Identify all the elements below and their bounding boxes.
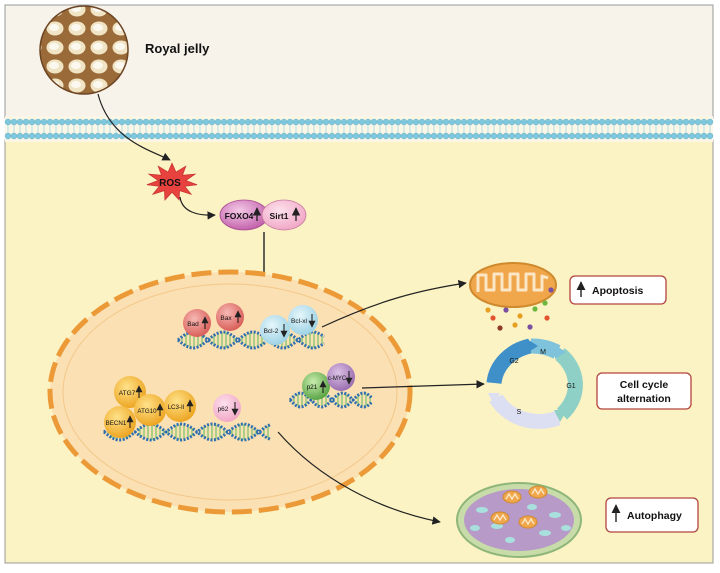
becn1-protein: BECN1 — [104, 406, 136, 438]
g1-label: G1 — [566, 383, 575, 390]
cell-cycle-label-line1: Cell cycle — [620, 379, 669, 391]
bad-label: Bad — [187, 321, 199, 328]
royal-jelly-label: Royal jelly — [145, 41, 210, 56]
bclxl-label: Bcl-xl — [291, 318, 307, 325]
autophagy-box: Autophagy — [605, 497, 699, 533]
autophagy-label: Autophagy — [627, 510, 682, 522]
atg10-label: ATG10 — [137, 408, 157, 415]
atg10-protein: ATG10 — [134, 394, 166, 426]
cell-cycle-label-line2: alternation — [617, 393, 671, 405]
foxo4-label: FOXO4 — [225, 211, 254, 221]
bcl2-protein: Bcl-2 — [260, 315, 290, 345]
p62-protein: p62 — [213, 394, 241, 422]
cell-membrane — [4, 116, 714, 142]
nucleus — [47, 269, 413, 515]
p21-label: p21 — [307, 384, 318, 391]
atg7-label: ATG7 — [119, 390, 136, 397]
arrow-to-apoptosis — [321, 279, 467, 328]
cmyc-protein: c-MYC — [327, 363, 355, 391]
s-label: S — [517, 409, 522, 416]
arrow-to-autophagy — [277, 431, 441, 525]
foxo4-node: FOXO4 — [219, 199, 269, 231]
m-label: M — [540, 349, 546, 356]
ros-label: ROS — [159, 178, 181, 189]
cell-cycle-wheel: G2 M G1 S — [486, 338, 583, 429]
arrow-to-cell-cycle — [361, 380, 485, 389]
sirt1-label: Sirt1 — [270, 211, 289, 221]
mitochondrion-image — [469, 262, 557, 331]
autophagosome-image — [456, 482, 582, 558]
arrow-royal-jelly-to-ros — [97, 93, 171, 161]
bax-label: Bax — [220, 315, 232, 322]
ros-burst: ROS — [146, 162, 198, 201]
p62-label: p62 — [218, 406, 229, 413]
bcl2-label: Bcl-2 — [264, 328, 279, 335]
bclxl-protein: Bcl-xl — [288, 305, 318, 335]
cmyc-label: c-MYC — [328, 376, 347, 382]
bad-protein: Bad — [183, 309, 211, 337]
becn1-label: BECN1 — [106, 420, 127, 427]
arrow-ros-to-foxo4 — [179, 196, 216, 220]
p21-protein: p21 — [302, 372, 330, 400]
bax-protein: Bax — [216, 303, 244, 331]
sirt1-node: Sirt1 — [261, 199, 307, 231]
apoptosis-box: Apoptosis — [569, 275, 667, 305]
lc3-label: LC3-II — [168, 404, 185, 411]
g2-label: G2 — [509, 358, 518, 365]
apoptosis-label: Apoptosis — [592, 285, 643, 297]
cell-cycle-box: Cell cycle alternation — [596, 372, 692, 410]
lc3-protein: LC3-II — [164, 390, 196, 422]
royal-jelly-image — [39, 5, 129, 95]
